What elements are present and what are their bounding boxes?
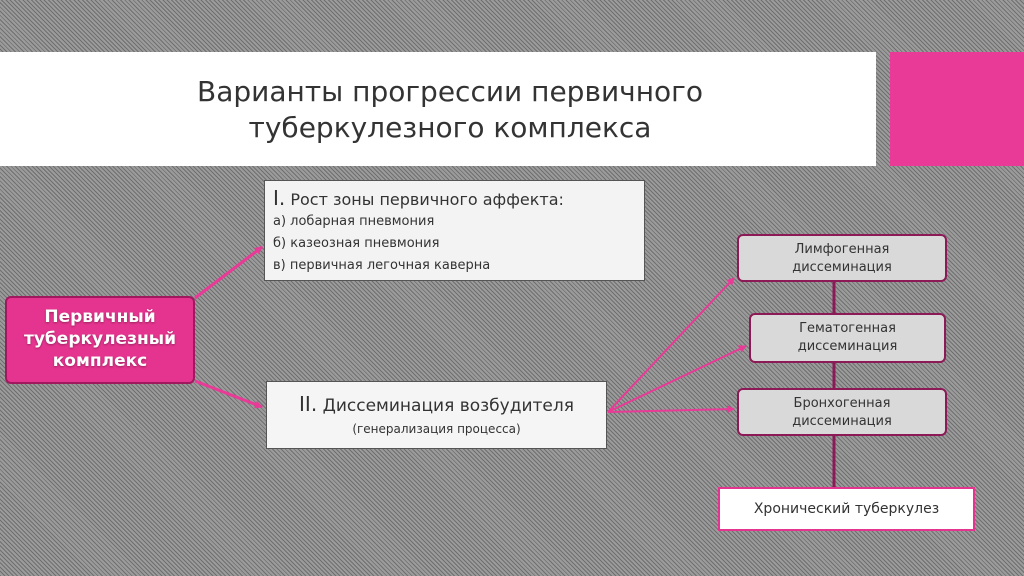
stage1-numeral: I. (273, 186, 286, 210)
stage2-numeral: II. (299, 392, 318, 416)
chronic-tb-box: Хронический туберкулез (718, 487, 975, 531)
arrow-primary-to-stage1 (194, 245, 263, 300)
dissem-line-2: диссеминация (797, 339, 898, 354)
stage2-box: II. Диссеминация возбудителя (генерализа… (266, 381, 607, 449)
dissem-line-2: диссеминация (792, 414, 892, 429)
stage1-item: а) лобарная пневмония (273, 214, 435, 229)
arrow-stage2-to-hemat (607, 345, 747, 413)
title-line-2: туберкулезного комплекса (248, 111, 652, 144)
lymphogenous-box: Лимфогенная диссеминация (737, 234, 947, 282)
hematogenous-box: Гематогенная диссеминация (749, 313, 946, 363)
primary-line-2: туберкулезный (23, 329, 176, 349)
stage2-title: Диссеминация возбудителя (317, 396, 574, 416)
arrow-stage2-to-lymph (607, 277, 735, 413)
stage1-item: в) первичная легочная каверна (273, 258, 491, 273)
chronic-label: Хронический туберкулез (753, 501, 940, 517)
primary-line-3: комплекс (52, 351, 148, 371)
title-line-1: Варианты прогрессии первичного (197, 75, 703, 108)
dissem-line-1: Бронхогенная (793, 396, 891, 411)
stage1-heading: I. Рост зоны первичного аффекта: (273, 187, 636, 211)
decorative-pink-square (890, 52, 1024, 166)
dissem-line-2: диссеминация (792, 260, 892, 275)
arrow-primary-to-stage2 (194, 379, 263, 409)
stage1-box: I. Рост зоны первичного аффекта: а) лоба… (264, 180, 645, 281)
stage1-item: б) казеозная пневмония (273, 236, 440, 251)
stage2-heading: II. Диссеминация возбудителя (267, 392, 606, 418)
arrow-stage2-to-bronch (607, 405, 735, 414)
primary-line-1: Первичный (44, 307, 156, 327)
primary-complex-box: Первичный туберкулезный комплекс (5, 296, 195, 384)
bronchogenous-box: Бронхогенная диссеминация (737, 388, 947, 436)
dissem-line-1: Гематогенная (799, 321, 896, 336)
slide-title: Варианты прогрессии первичного туберкуле… (0, 74, 900, 146)
dissem-line-1: Лимфогенная (794, 242, 890, 257)
title-band (0, 52, 876, 166)
stage2-subtitle: (генерализация процесса) (352, 422, 521, 436)
stage1-title: Рост зоны первичного аффекта: (285, 190, 564, 209)
